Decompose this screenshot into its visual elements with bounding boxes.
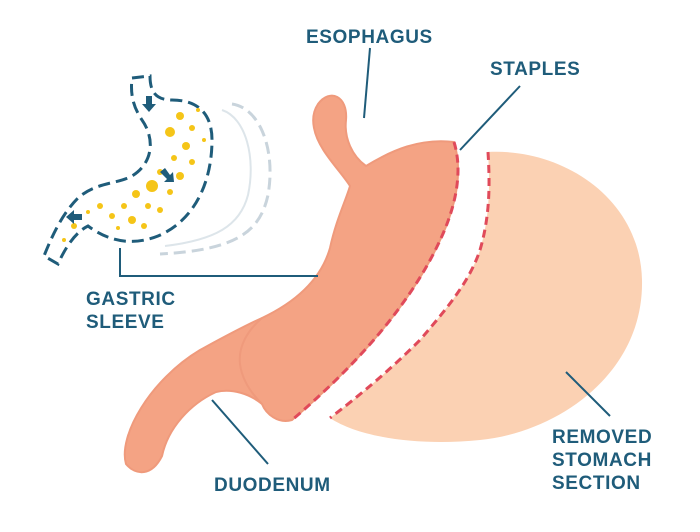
removed-section-leader (565, 371, 611, 417)
mini-flow-arrows (66, 96, 174, 224)
mini-dots (62, 108, 206, 242)
removed-section-staple-line (329, 151, 491, 420)
mini-sleeve-outline (42, 74, 214, 267)
esophagus-label: ESOPHAGUS (306, 27, 433, 48)
sleeve-staple-line (291, 141, 460, 422)
duodenum-leader (211, 399, 269, 465)
gastric-sleeve-label: GASTRIC SLEEVE (86, 288, 176, 334)
mini-removed-outline (159, 102, 272, 256)
removed-section-label-line-2: STOMACH (552, 450, 652, 471)
gastric-sleeve-label-line-2: SLEEVE (86, 312, 165, 333)
sleeve-pylorus-fold (238, 317, 263, 405)
duodenum-label: DUODENUM (214, 475, 331, 496)
gastric-sleeve-leader (119, 248, 318, 277)
removed-stomach-section (330, 151, 643, 442)
esophagus-leader (363, 47, 371, 119)
leader-lines (119, 47, 611, 465)
staples-leader (459, 85, 521, 151)
removed-section-label: REMOVED STOMACH SECTION (552, 426, 652, 495)
sleeve-stomach (123, 94, 459, 474)
removed-section-label-line-1: REMOVED (552, 427, 653, 448)
staples-label: STAPLES (490, 59, 581, 80)
removed-section-label-line-3: SECTION (552, 473, 641, 494)
mini-removed-inner (164, 109, 252, 247)
mini-sleeve-illustration (42, 74, 272, 267)
gastric-sleeve-label-line-1: GASTRIC (86, 289, 176, 310)
